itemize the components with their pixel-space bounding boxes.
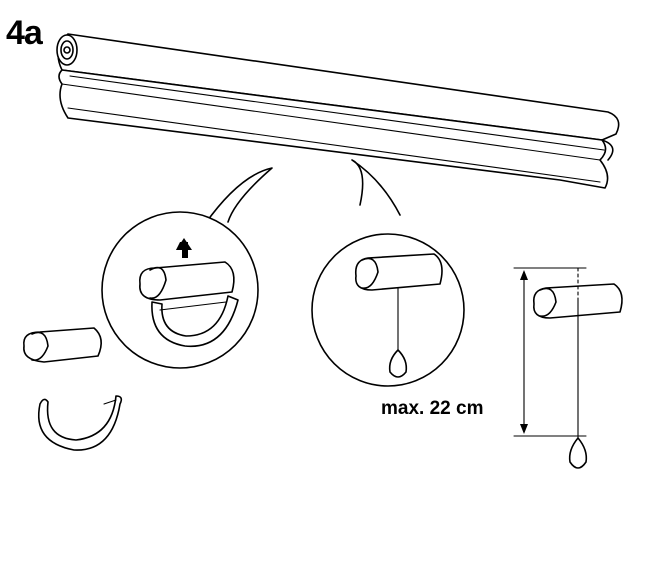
detail-pull-cord bbox=[311, 159, 465, 387]
roller-tube-icon bbox=[56, 33, 620, 189]
pull-cord-weight-icon bbox=[388, 349, 408, 378]
measurement-label: max. 22 cm bbox=[381, 398, 484, 419]
bottom-bar-clip-icon bbox=[38, 395, 123, 451]
detail-clip-attach bbox=[101, 167, 273, 369]
loose-tube-piece bbox=[23, 327, 102, 363]
arrow-up-icon bbox=[176, 238, 192, 258]
cord-length-measure bbox=[513, 267, 623, 469]
step-label: 4a bbox=[6, 14, 43, 52]
